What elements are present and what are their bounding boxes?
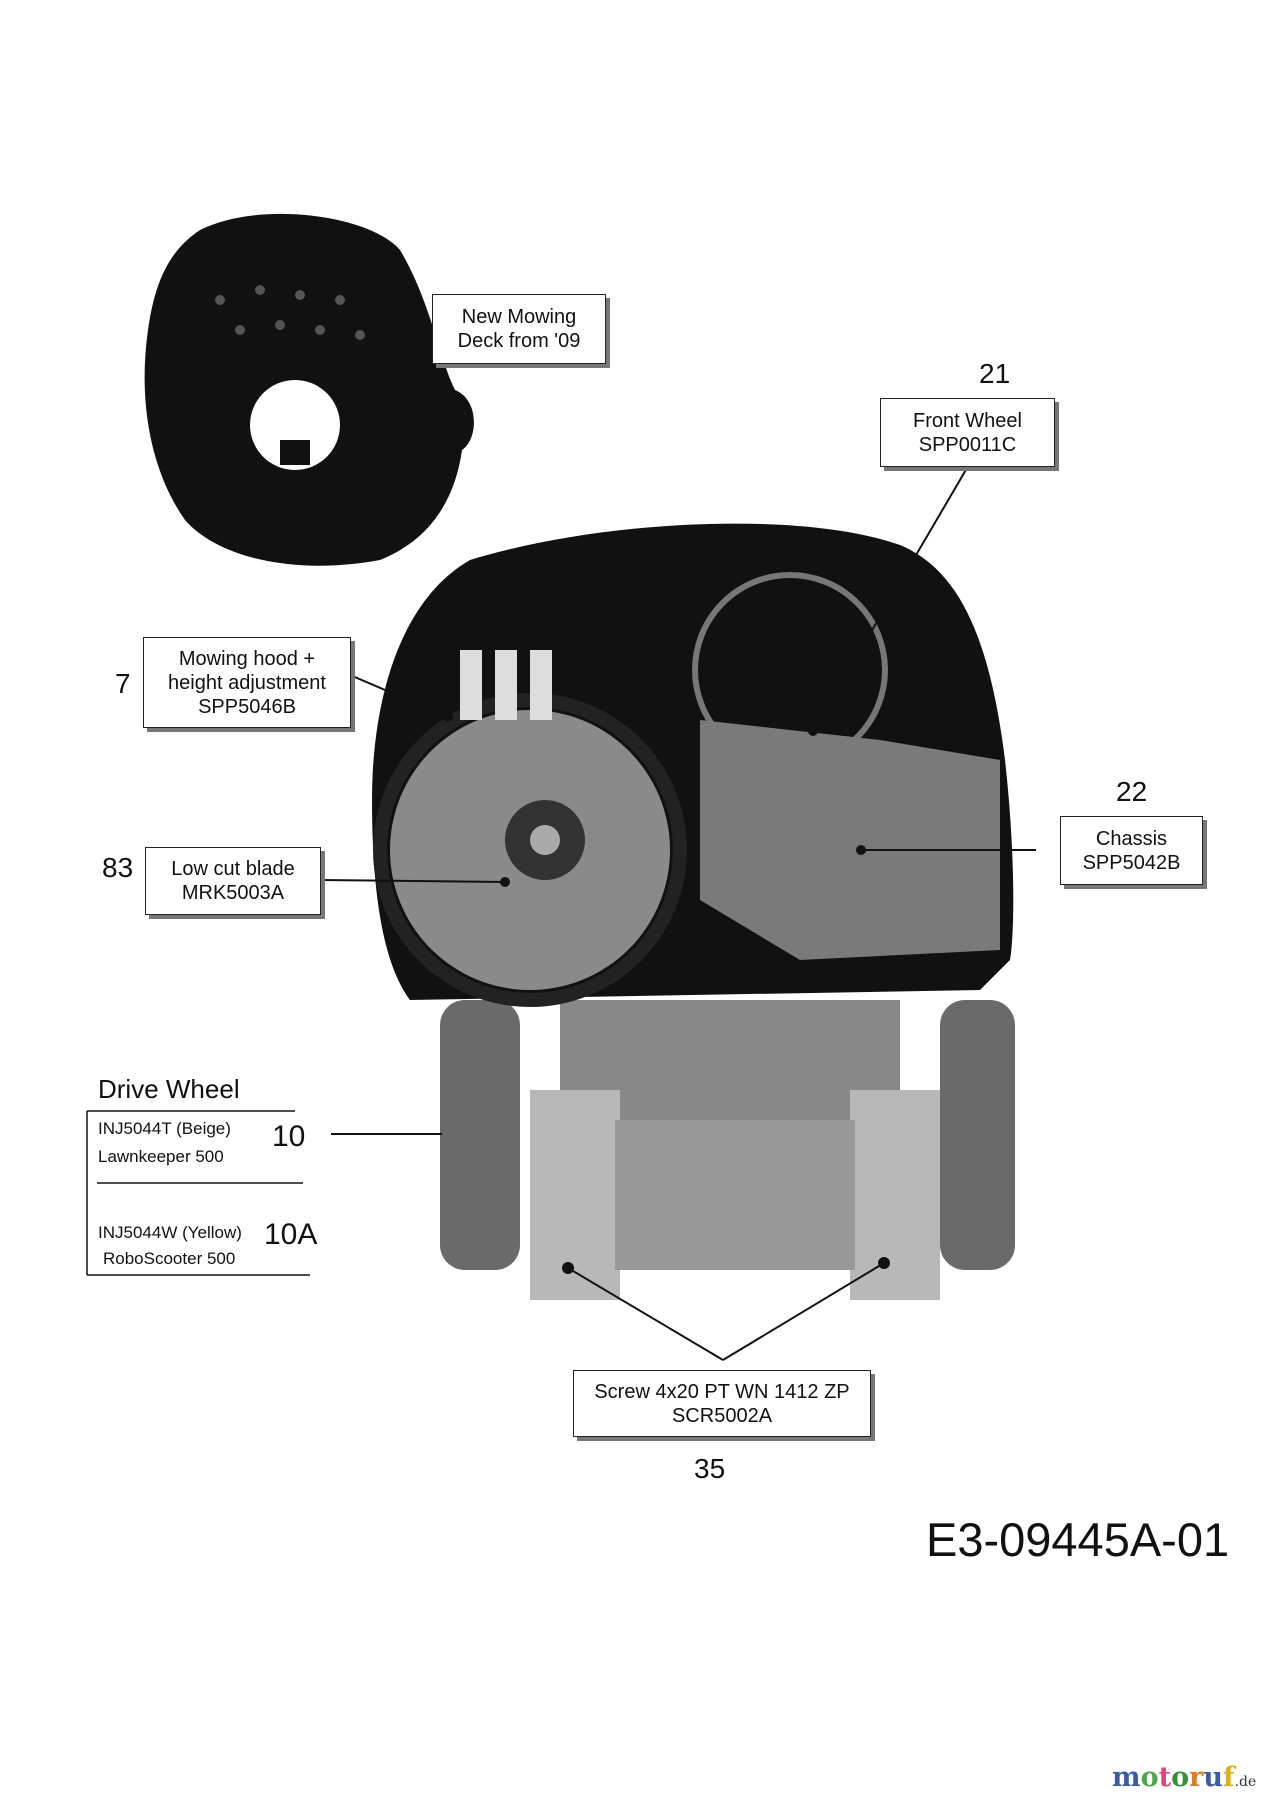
mower-body-image (372, 523, 1015, 1300)
callout-text: SPP5046B (198, 695, 296, 718)
part-number-35: 35 (694, 1453, 726, 1484)
drive-wheel-model: RoboScooter 500 (103, 1249, 236, 1268)
part-number-10a: 10A (264, 1218, 318, 1251)
drive-wheel-part: INJ5044W (Yellow) (98, 1223, 242, 1242)
part-number-22: 22 (1116, 776, 1148, 807)
callout-screw: Screw 4x20 PT WN 1412 ZP SCR5002A (573, 1370, 871, 1437)
part-number-10: 10 (272, 1120, 306, 1153)
drive-wheel-table (86, 1110, 310, 1276)
drive-wheel-title: Drive Wheel (98, 1074, 240, 1104)
callout-mowing-hood: Mowing hood + height adjustment SPP5046B (143, 637, 351, 728)
callout-text: Front Wheel (913, 409, 1022, 432)
callout-chassis: Chassis SPP5042B (1060, 816, 1203, 885)
part-number-7: 7 (115, 668, 131, 699)
leader-lines (319, 467, 1036, 1361)
callout-text: Low cut blade (171, 858, 295, 880)
mowing-deck-image (144, 213, 474, 566)
callout-text: Chassis (1095, 827, 1168, 850)
callout-text: Mowing hood + (178, 647, 316, 670)
callout-text: MRK5003A (181, 882, 285, 904)
diagram-code: E3-09445A-01 (926, 1513, 1230, 1566)
part-number-21: 21 (979, 358, 1011, 389)
callout-text: SPP0011C (918, 433, 1017, 456)
part-number-83: 83 (102, 852, 134, 883)
callout-front-wheel: Front Wheel SPP0011C (880, 398, 1055, 467)
callout-text: Deck from '09 (457, 330, 581, 352)
drive-wheel-model: Lawnkeeper 500 (98, 1147, 224, 1166)
callout-low-cut-blade: Low cut blade MRK5003A (145, 847, 321, 915)
callout-text: New Mowing (461, 306, 577, 328)
callout-text: SCR5002A (671, 1404, 773, 1427)
callout-new-mowing-deck: New Mowing Deck from '09 (432, 294, 606, 364)
drive-wheel-part: INJ5044T (Beige) (98, 1119, 231, 1138)
motoruf-logo: motoruf.de (1112, 1762, 1257, 1793)
callout-text: height adjustment (168, 671, 326, 694)
callout-text: Screw 4x20 PT WN 1412 ZP (594, 1380, 850, 1403)
callout-text: SPP5042B (1082, 851, 1181, 874)
